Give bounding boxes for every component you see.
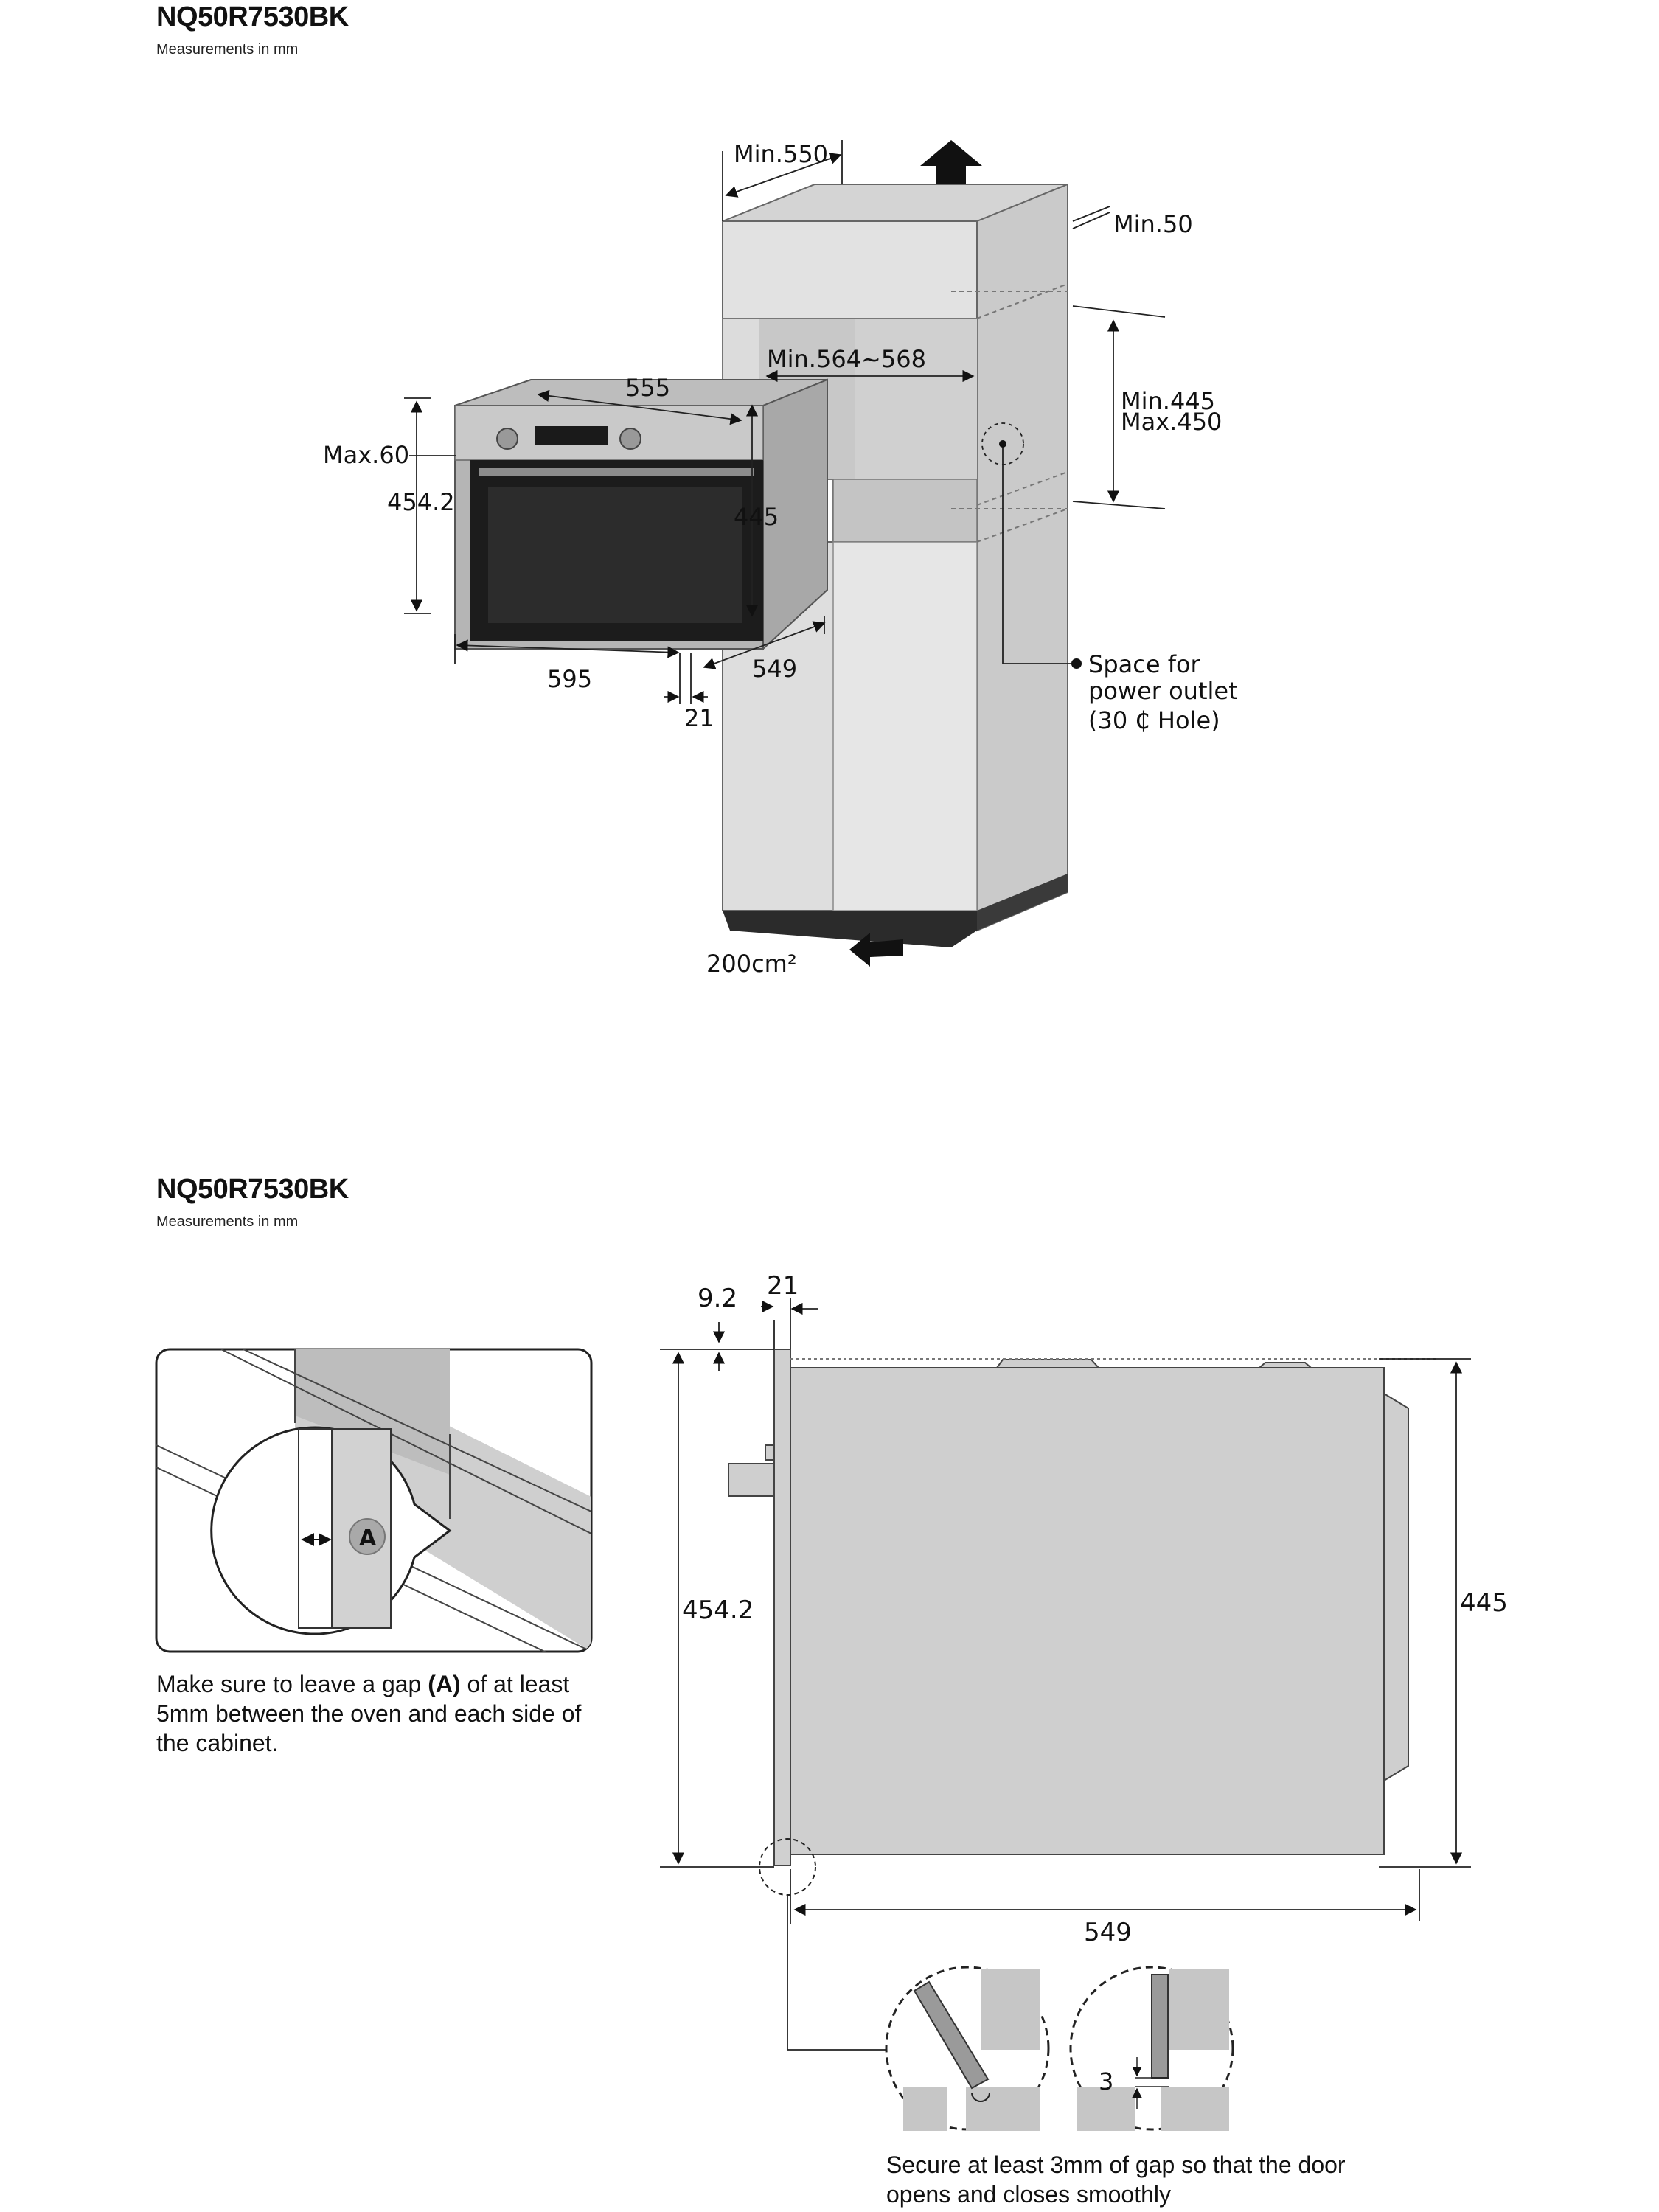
label-min445: Min.445	[1121, 387, 1215, 415]
label-space-for: Space for	[1088, 650, 1201, 678]
label-power-outlet: power outlet	[1088, 677, 1238, 705]
door-hinge-detail-open	[885, 1966, 1050, 2131]
label-595: 595	[547, 665, 592, 693]
installation-diagram: Min.550 Min.50 Min.564~568 Min.445 Max.4…	[323, 140, 1238, 978]
label-445: 445	[734, 503, 779, 531]
label-555: 555	[625, 374, 670, 402]
model-title-2: NQ50R7530BK	[156, 1174, 349, 1205]
label-454-2-b: 454.2	[682, 1596, 754, 1625]
label-min550: Min.550	[734, 140, 828, 168]
gap-caption: Make sure to leave a gap (A) of at least…	[156, 1669, 613, 1758]
gap-a-label: A	[359, 1526, 377, 1551]
gap-caption-pre: Make sure to leave a gap	[156, 1671, 428, 1697]
label-max60: Max.60	[323, 441, 409, 469]
vent-up-arrow-icon	[920, 140, 982, 184]
label-vent-area: 200cm²	[706, 950, 797, 978]
label-min50: Min.50	[1113, 210, 1193, 238]
label-min564: Min.564~568	[767, 345, 926, 373]
gap-detail-box: A	[155, 1348, 593, 1653]
label-21: 21	[684, 704, 714, 732]
units-note: Measurements in mm	[156, 41, 299, 58]
label-hole: (30 ₵ Hole)	[1088, 706, 1220, 734]
label-549: 549	[752, 655, 797, 683]
model-title: NQ50R7530BK	[156, 1, 349, 32]
units-note-2: Measurements in mm	[156, 1214, 299, 1230]
label-21-b: 21	[767, 1271, 799, 1301]
label-max450: Max.450	[1121, 408, 1222, 436]
label-549-b: 549	[1084, 1918, 1132, 1947]
gap-caption-bold: (A)	[428, 1671, 461, 1697]
door-caption: Secure at least 3mm of gap so that the d…	[886, 2152, 1346, 2208]
door-hinge-detail-closed: 3	[1069, 1966, 1234, 2131]
gap-caption-post: of at least 5mm between the oven and eac…	[156, 1671, 582, 1756]
label-3: 3	[1099, 2067, 1113, 2096]
vent-in-arrow-icon	[849, 933, 903, 967]
label-445-b: 445	[1460, 1588, 1508, 1618]
label-4542: 454.2	[387, 488, 455, 516]
label-9-2: 9.2	[698, 1284, 737, 1313]
oven-side-view	[728, 1349, 1438, 1896]
